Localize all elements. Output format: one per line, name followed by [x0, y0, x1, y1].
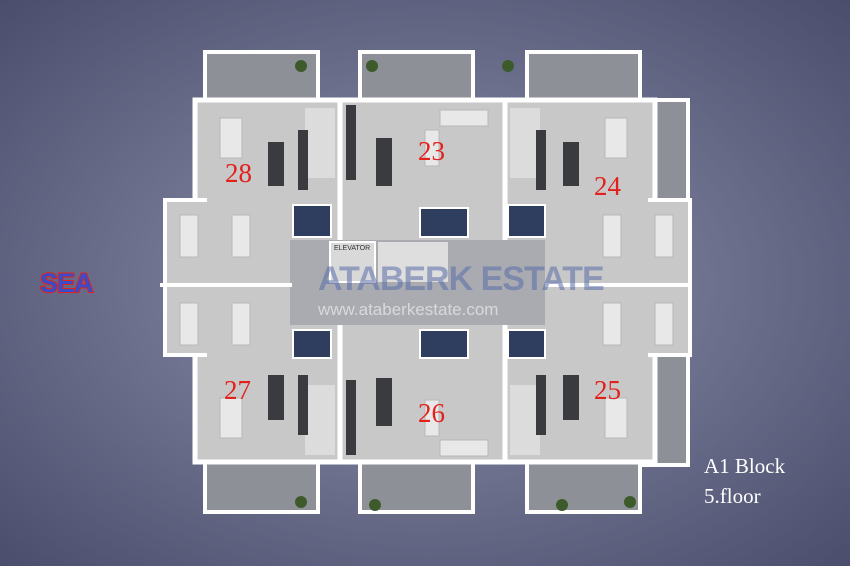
furniture — [179, 109, 674, 457]
stairs — [378, 242, 448, 282]
balcony-23 — [358, 50, 475, 104]
unit-number-26: 26 — [418, 398, 445, 428]
balcony-25 — [525, 460, 642, 514]
unit-number-23: 23 — [418, 136, 445, 166]
unit-number-24: 24 — [594, 171, 621, 201]
elevator — [329, 241, 376, 283]
floor-label: 5.floor — [704, 484, 761, 508]
elevator-label: ELEVATOR — [334, 245, 371, 252]
balcony-28 — [203, 50, 320, 104]
unit-number-25: 25 — [594, 375, 621, 405]
block-name: A1 Block — [704, 454, 786, 478]
unit-number-27: 27 — [224, 375, 251, 405]
sea-direction-label: SEA — [39, 268, 95, 298]
bathrooms — [292, 204, 546, 359]
watermark-brand: ATABERK ESTATE — [318, 260, 605, 298]
unit-number-28: 28 — [225, 158, 252, 188]
plants — [295, 60, 636, 511]
watermark-url: www.ataberkestate.com — [318, 300, 499, 319]
balcony-24 — [525, 50, 642, 104]
kitchen-islands — [268, 105, 579, 455]
